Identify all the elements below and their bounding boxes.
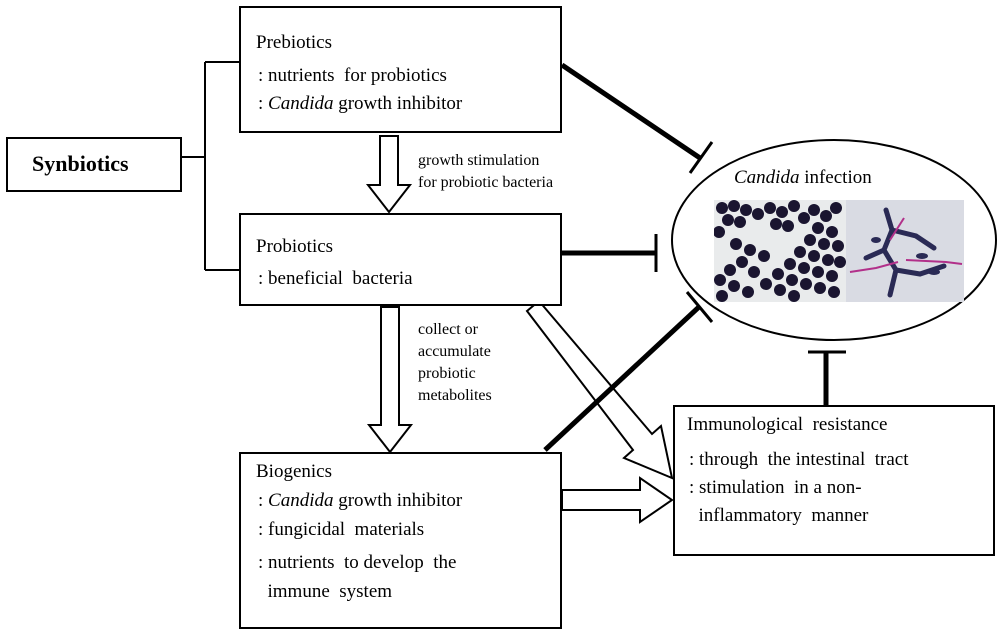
label-collect-2: accumulate: [418, 343, 491, 360]
immunological-line1: : through the intestinal tract: [689, 449, 909, 470]
candida-infection-ellipse: [671, 139, 997, 341]
prebiotics-title: Prebiotics: [256, 32, 332, 53]
biogenics-box: Biogenics : Candida growth inhibitor : f…: [239, 452, 562, 629]
arrow-biogenics-to-immunological: [561, 476, 674, 524]
immunological-box: Immunological resistance : through the i…: [673, 405, 995, 556]
biogenics-line2: : fungicidal materials: [258, 519, 425, 540]
candida-yeast-micrograph: [714, 200, 846, 302]
prebiotics-line2: : Candida growth inhibitor: [258, 93, 463, 114]
inhibit-bar-prebiotics: [688, 141, 714, 174]
label-collect-4: metabolites: [418, 387, 492, 404]
biogenics-title: Biogenics: [256, 461, 332, 482]
probiotics-line1: : beneficial bacteria: [258, 268, 413, 289]
yeast-cells-image: [714, 200, 846, 302]
synbiotics-label: Synbiotics: [32, 151, 129, 176]
label-growth-stimulation-1: growth stimulation: [418, 152, 540, 169]
prebiotics-box: Prebiotics : nutrients for probiotics : …: [239, 6, 562, 133]
synbiotics-box: Synbiotics: [6, 137, 182, 192]
biogenics-line1: : Candida growth inhibitor: [258, 490, 463, 511]
probiotics-title: Probiotics: [256, 236, 334, 257]
candida-infection-label: Candida infection: [734, 167, 872, 188]
immunological-title: Immunological resistance: [687, 414, 888, 435]
label-collect-3: probiotic: [418, 365, 476, 382]
arrow-probiotics-to-immunological: [525, 299, 674, 480]
arrow-prebiotics-to-probiotics: [365, 135, 413, 214]
inhibit-prebiotics-candida: [560, 62, 702, 161]
label-collect-1: collect or: [418, 321, 478, 338]
immunological-line3: inflammatory manner: [689, 505, 869, 526]
candida-hyphae-micrograph: [846, 200, 964, 302]
probiotics-box: Probiotics : beneficial bacteria: [239, 213, 562, 306]
inhibit-bar-biogenics: [685, 291, 714, 323]
immunological-line2: : stimulation in a non-: [689, 477, 862, 498]
biogenics-line3: : nutrients to develop the: [258, 552, 457, 573]
biogenics-line4: immune system: [258, 581, 393, 602]
inhibit-biogenics-candida: [543, 304, 702, 452]
label-growth-stimulation-2: for probiotic bacteria: [418, 174, 554, 191]
prebiotics-line1: : nutrients for probiotics: [258, 65, 447, 86]
arrow-probiotics-to-biogenics: [366, 306, 414, 454]
hyphae-image: [849, 207, 963, 298]
